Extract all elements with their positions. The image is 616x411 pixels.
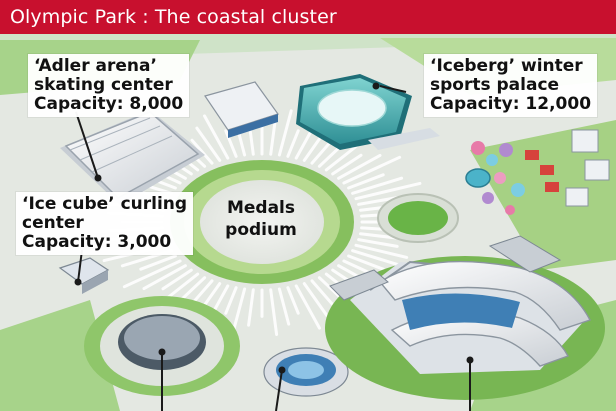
radial-path: [224, 286, 238, 315]
radial-path: [269, 117, 277, 156]
adler-name: ‘Adler arena’: [34, 56, 157, 76]
main-stadium: [325, 235, 605, 400]
page-title: Olympic Park : The coastal cluster: [0, 0, 616, 34]
callout-pointers: [75, 85, 471, 411]
radial-path: [286, 129, 300, 158]
pointer-dots: [74, 82, 474, 374]
radial-path: [269, 288, 279, 336]
podium-plaza: [200, 180, 324, 264]
adler-type: skating center: [34, 75, 173, 95]
training-hall: [204, 81, 279, 138]
icecube-name: ‘Ice cube’ curling: [22, 194, 188, 214]
radial-path: [142, 264, 187, 291]
radial-path: [231, 287, 247, 335]
radial-path: [347, 173, 385, 190]
radial-path: [342, 155, 402, 185]
callout-iceberg-palace: ‘Iceberg’ winter sports palace Capacity:…: [424, 54, 598, 117]
radial-path: [286, 286, 300, 315]
radial-path: [331, 153, 363, 176]
radial-path: [190, 138, 214, 165]
radial-path: [351, 176, 404, 195]
icecube-capacity: Capacity: 3,000: [22, 232, 172, 252]
radial-path: [247, 288, 255, 327]
radial-path: [122, 259, 182, 289]
radial-path: [357, 238, 399, 248]
iceberg-name: ‘Iceberg’ winter: [430, 56, 583, 76]
pointer-icecube: [77, 249, 83, 283]
callout-adler-arena: ‘Adler arena’ skating center Capacity: 8…: [28, 54, 190, 117]
radial-path: [357, 196, 399, 206]
pointer-adler: [75, 111, 99, 179]
pointer-iceberg: [379, 85, 407, 93]
training-field: [388, 201, 448, 235]
icecube-type: center: [22, 213, 84, 233]
radial-path: [161, 268, 193, 291]
radial-path: [277, 287, 291, 326]
radial-path: [203, 114, 230, 160]
radial-path: [354, 181, 422, 201]
iceberg-capacity: Capacity: 12,000: [430, 94, 592, 114]
iceberg-palace: [296, 74, 440, 150]
adler-capacity: Capacity: 8,000: [34, 94, 184, 114]
radial-path: [310, 279, 334, 306]
bottom-left-arena: [84, 296, 240, 396]
radial-path: [195, 126, 222, 162]
radial-path: [277, 109, 293, 157]
radial-path: [310, 138, 334, 165]
radial-path: [294, 284, 321, 330]
medals-podium-label: Medals podium: [213, 197, 309, 241]
bottom-middle-venue: [263, 347, 349, 397]
radial-path: [347, 254, 385, 271]
iceberg-type: sports palace: [430, 75, 560, 95]
olympic-village-cluster: [465, 129, 610, 215]
podium-line1: Medals: [226, 198, 296, 218]
radial-path: [190, 279, 214, 306]
radial-path: [224, 129, 238, 158]
podium-line2: podium: [225, 220, 297, 240]
radial-path: [302, 282, 329, 318]
radial-path: [354, 243, 409, 259]
pointer-bottommiddle: [275, 369, 283, 411]
radial-path: [139, 254, 177, 271]
callout-ice-cube-center: ‘Ice cube’ curling center Capacity: 3,00…: [16, 192, 194, 255]
lawn-right: [470, 120, 616, 270]
radial-path: [337, 153, 382, 180]
